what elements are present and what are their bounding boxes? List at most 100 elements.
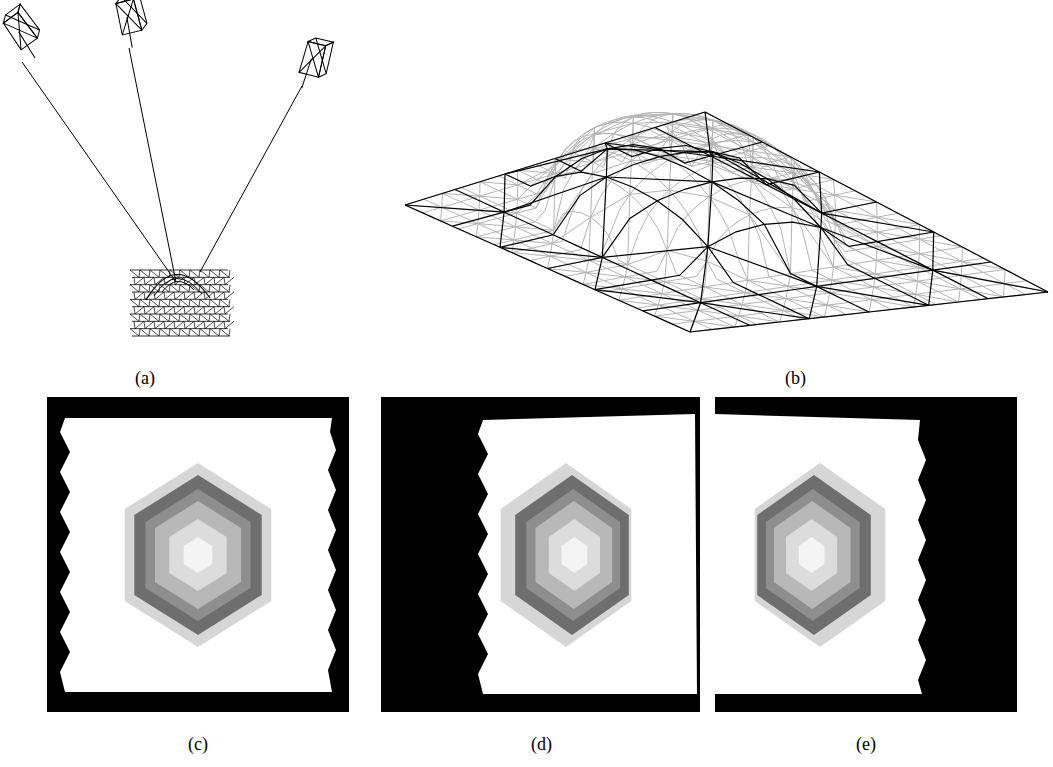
figure-stroke — [130, 284, 228, 285]
figure-stroke — [512, 240, 514, 253]
figure-stroke — [595, 290, 701, 303]
figure-stroke — [145, 307, 154, 314]
figure-stroke — [748, 280, 789, 286]
figure-stroke — [932, 232, 934, 270]
figure-stroke — [834, 180, 835, 196]
figure-stroke — [195, 321, 204, 328]
figure-stroke — [819, 172, 821, 213]
figure-stroke — [919, 239, 920, 253]
figure-stroke — [229, 314, 230, 321]
panel-label: (d) — [531, 735, 552, 753]
figure-stroke — [301, 59, 313, 88]
figure-stroke — [673, 114, 713, 120]
figure-stroke — [606, 149, 608, 177]
figure-stroke — [792, 173, 793, 189]
figure-stroke — [875, 260, 876, 274]
figure-stroke — [306, 38, 337, 74]
figure-stroke — [780, 311, 783, 323]
figure-stroke — [933, 270, 1048, 292]
figure-stroke — [3, 12, 37, 49]
figure-stroke — [1003, 284, 1004, 298]
figure-stroke — [210, 314, 219, 321]
figure-stroke — [204, 307, 205, 314]
figure-stroke — [625, 265, 628, 277]
figure-stroke — [165, 321, 174, 328]
figure-stroke — [134, 307, 135, 314]
figure-stroke — [742, 293, 745, 305]
figure-stroke — [220, 314, 229, 321]
figure-stroke — [144, 277, 145, 284]
figure-stroke — [139, 270, 140, 277]
figure-stroke — [602, 247, 708, 258]
figure-stroke — [209, 314, 210, 321]
figure-stroke — [555, 159, 557, 174]
figure-stroke — [135, 277, 144, 284]
figure-stroke — [517, 170, 518, 185]
figure-stroke — [711, 156, 820, 172]
figure-stroke — [707, 261, 748, 280]
figure-stroke — [154, 321, 155, 328]
figure-stroke — [583, 179, 919, 285]
panel-label: (b) — [785, 369, 806, 387]
figure-stroke — [145, 277, 154, 284]
figure-stroke — [876, 260, 918, 267]
figure-stroke — [791, 208, 793, 274]
figure-stroke — [793, 174, 795, 189]
figure-stroke — [602, 177, 606, 257]
figure-stroke — [827, 293, 830, 305]
figure-stroke — [821, 228, 933, 271]
figure-stroke — [189, 314, 190, 321]
figure-stroke — [179, 285, 180, 292]
figure-stroke — [962, 247, 963, 261]
figure-stroke — [204, 292, 205, 299]
figure-stroke — [162, 281, 194, 292]
figure-stroke — [170, 329, 179, 336]
figure-stroke — [130, 299, 228, 300]
figure-stroke — [504, 177, 606, 212]
figure-stroke — [536, 122, 846, 314]
figure-stroke — [199, 314, 200, 321]
figure-stroke — [622, 277, 625, 289]
figure-stroke — [195, 292, 204, 299]
figure-stroke — [670, 140, 710, 145]
figure-stroke — [705, 112, 1048, 292]
figure-stroke — [210, 299, 219, 306]
figure-stroke — [185, 307, 194, 314]
figure-stroke — [170, 285, 179, 292]
figure-stroke — [500, 212, 504, 247]
figure-stroke — [132, 306, 230, 307]
figure-stroke — [200, 270, 209, 277]
figure-stroke — [694, 321, 735, 327]
figure-stroke — [215, 277, 224, 284]
figure-stroke — [190, 270, 199, 277]
figure-stroke — [204, 277, 205, 284]
rendered-view — [47, 397, 349, 712]
figure-stroke — [593, 114, 914, 307]
figure-stroke — [606, 177, 712, 182]
figure-stroke — [169, 285, 170, 292]
shaded-facet — [562, 537, 588, 573]
figure-stroke — [745, 280, 748, 292]
figure-stroke — [735, 316, 739, 327]
figure-stroke — [170, 299, 179, 306]
figure-stroke — [134, 292, 135, 299]
figure-stroke — [170, 314, 179, 321]
figure-stroke — [160, 314, 169, 321]
figure-stroke — [160, 270, 169, 277]
figure-stroke — [554, 179, 555, 231]
figure-stroke — [705, 112, 1048, 292]
figure-stroke — [872, 287, 874, 300]
shaded-facet — [526, 489, 620, 621]
figure-stroke — [792, 208, 833, 267]
figure-stroke — [127, 17, 132, 48]
wireframe-mesh — [405, 112, 1048, 332]
figure-stroke — [130, 314, 228, 315]
figure-stroke — [514, 227, 516, 240]
figure-stroke — [194, 307, 195, 314]
figure-stroke — [140, 270, 149, 277]
figure-stroke — [214, 277, 215, 284]
figure-stroke — [822, 213, 934, 232]
figure-stroke — [914, 294, 916, 307]
figure-stroke — [405, 205, 504, 212]
shaded-facet — [774, 501, 851, 609]
